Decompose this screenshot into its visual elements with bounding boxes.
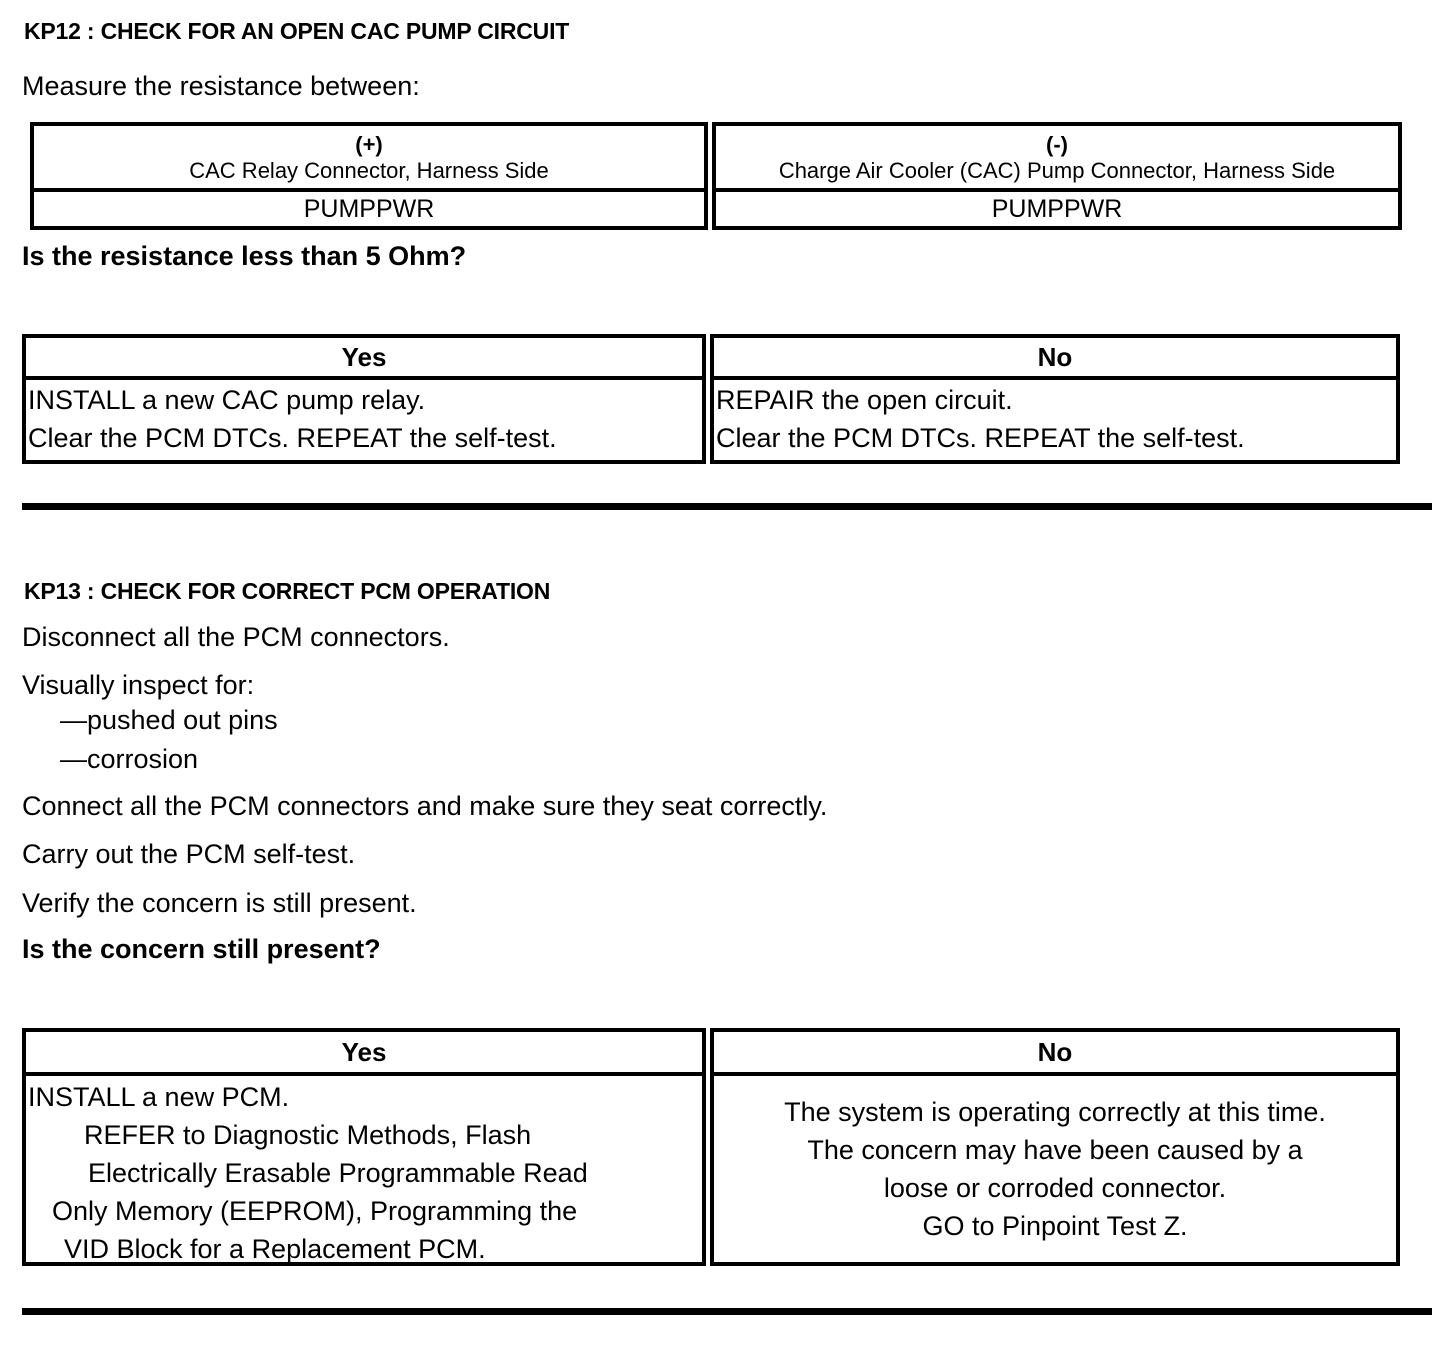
kp12-yes-header: Yes	[341, 341, 387, 372]
connector-negative-header: (-) Charge Air Cooler (CAC) Pump Connect…	[716, 126, 1398, 188]
kp12-step-title: KP12 : CHECK FOR AN OPEN CAC PUMP CIRCUI…	[24, 18, 570, 44]
polarity-label-negative: (-)	[1046, 132, 1068, 157]
connector-column-negative: (-) Charge Air Cooler (CAC) Pump Connect…	[712, 122, 1402, 230]
kp12-no-column: No REPAIR the open circuit. Clear the PC…	[710, 334, 1400, 464]
kp12-answers-table: Yes INSTALL a new CAC pump relay. Clear …	[22, 334, 1400, 464]
kp12-question: Is the resistance less than 5 Ohm?	[22, 241, 467, 271]
connector-column-positive: (+) CAC Relay Connector, Harness Side PU…	[30, 122, 708, 230]
kp13-bullet-pushed-out-pins: —pushed out pins	[60, 705, 278, 735]
kp13-no-line-2: The concern may have been caused by a	[807, 1135, 1303, 1165]
kp13-question: Is the concern still present?	[22, 934, 381, 964]
connector-circuit-negative: PUMPPWR	[716, 188, 1398, 226]
kp13-no-header: No	[1037, 1036, 1073, 1067]
kp12-yes-column: Yes INSTALL a new CAC pump relay. Clear …	[22, 334, 706, 464]
kp13-no-line-3: loose or corroded connector.	[883, 1173, 1227, 1203]
kp13-no-line-4: GO to Pinpoint Test Z.	[922, 1211, 1188, 1241]
kp13-step-line-2: Visually inspect for:	[22, 670, 255, 700]
kp13-yes-line-1: INSTALL a new PCM.	[28, 1082, 290, 1112]
kp12-yes-body: INSTALL a new CAC pump relay. Clear the …	[26, 376, 702, 460]
kp13-no-column: No The system is operating correctly at …	[710, 1028, 1400, 1266]
kp13-yes-column: Yes INSTALL a new PCM. REFER to Diagnost…	[22, 1028, 706, 1266]
connector-circuit-positive: PUMPPWR	[34, 188, 704, 226]
kp13-yes-line-2: REFER to Diagnostic Methods, Flash	[84, 1120, 532, 1150]
kp13-yes-line-4: Only Memory (EEPROM), Programming the	[52, 1196, 578, 1226]
kp13-no-line-1: The system is operating correctly at thi…	[784, 1097, 1326, 1127]
kp13-yes-line-3: Electrically Erasable Programmable Read	[88, 1158, 588, 1188]
kp12-no-header: No	[1037, 341, 1073, 372]
connector-name-positive: CAC Relay Connector, Harness Side	[189, 158, 549, 183]
kp12-no-line-2: Clear the PCM DTCs. REPEAT the self-test…	[716, 423, 1245, 453]
kp13-step-line-1: Disconnect all the PCM connectors.	[22, 622, 450, 652]
connector-reference-table: (+) CAC Relay Connector, Harness Side PU…	[30, 122, 1402, 230]
section-separator-rule-top	[22, 503, 1432, 510]
polarity-label-positive: (+)	[355, 132, 383, 157]
kp13-answers-table: Yes INSTALL a new PCM. REFER to Diagnost…	[22, 1028, 1400, 1266]
kp12-intro-text: Measure the resistance between:	[22, 71, 420, 101]
kp13-step-line-3: Connect all the PCM connectors and make …	[22, 791, 828, 821]
kp12-no-line-1: REPAIR the open circuit.	[716, 385, 1013, 415]
section-separator-rule-bottom	[22, 1308, 1432, 1315]
kp13-step-line-4: Carry out the PCM self-test.	[22, 839, 356, 869]
kp13-bullet-corrosion: —corrosion	[60, 744, 199, 774]
kp12-no-body: REPAIR the open circuit. Clear the PCM D…	[714, 376, 1396, 460]
kp13-no-body: The system is operating correctly at thi…	[714, 1072, 1396, 1262]
kp13-yes-header: Yes	[341, 1036, 387, 1067]
kp13-step-line-5: Verify the concern is still present.	[22, 888, 417, 918]
kp13-step-title: KP13 : CHECK FOR CORRECT PCM OPERATION	[24, 578, 551, 604]
kp12-yes-line-1: INSTALL a new CAC pump relay.	[28, 385, 426, 415]
connector-name-negative: Charge Air Cooler (CAC) Pump Connector, …	[778, 158, 1336, 183]
kp13-yes-body: INSTALL a new PCM. REFER to Diagnostic M…	[26, 1072, 702, 1264]
kp12-yes-line-2: Clear the PCM DTCs. REPEAT the self-test…	[28, 423, 557, 453]
kp13-yes-line-5: VID Block for a Replacement PCM.	[64, 1234, 486, 1264]
connector-positive-header: (+) CAC Relay Connector, Harness Side	[34, 126, 704, 188]
